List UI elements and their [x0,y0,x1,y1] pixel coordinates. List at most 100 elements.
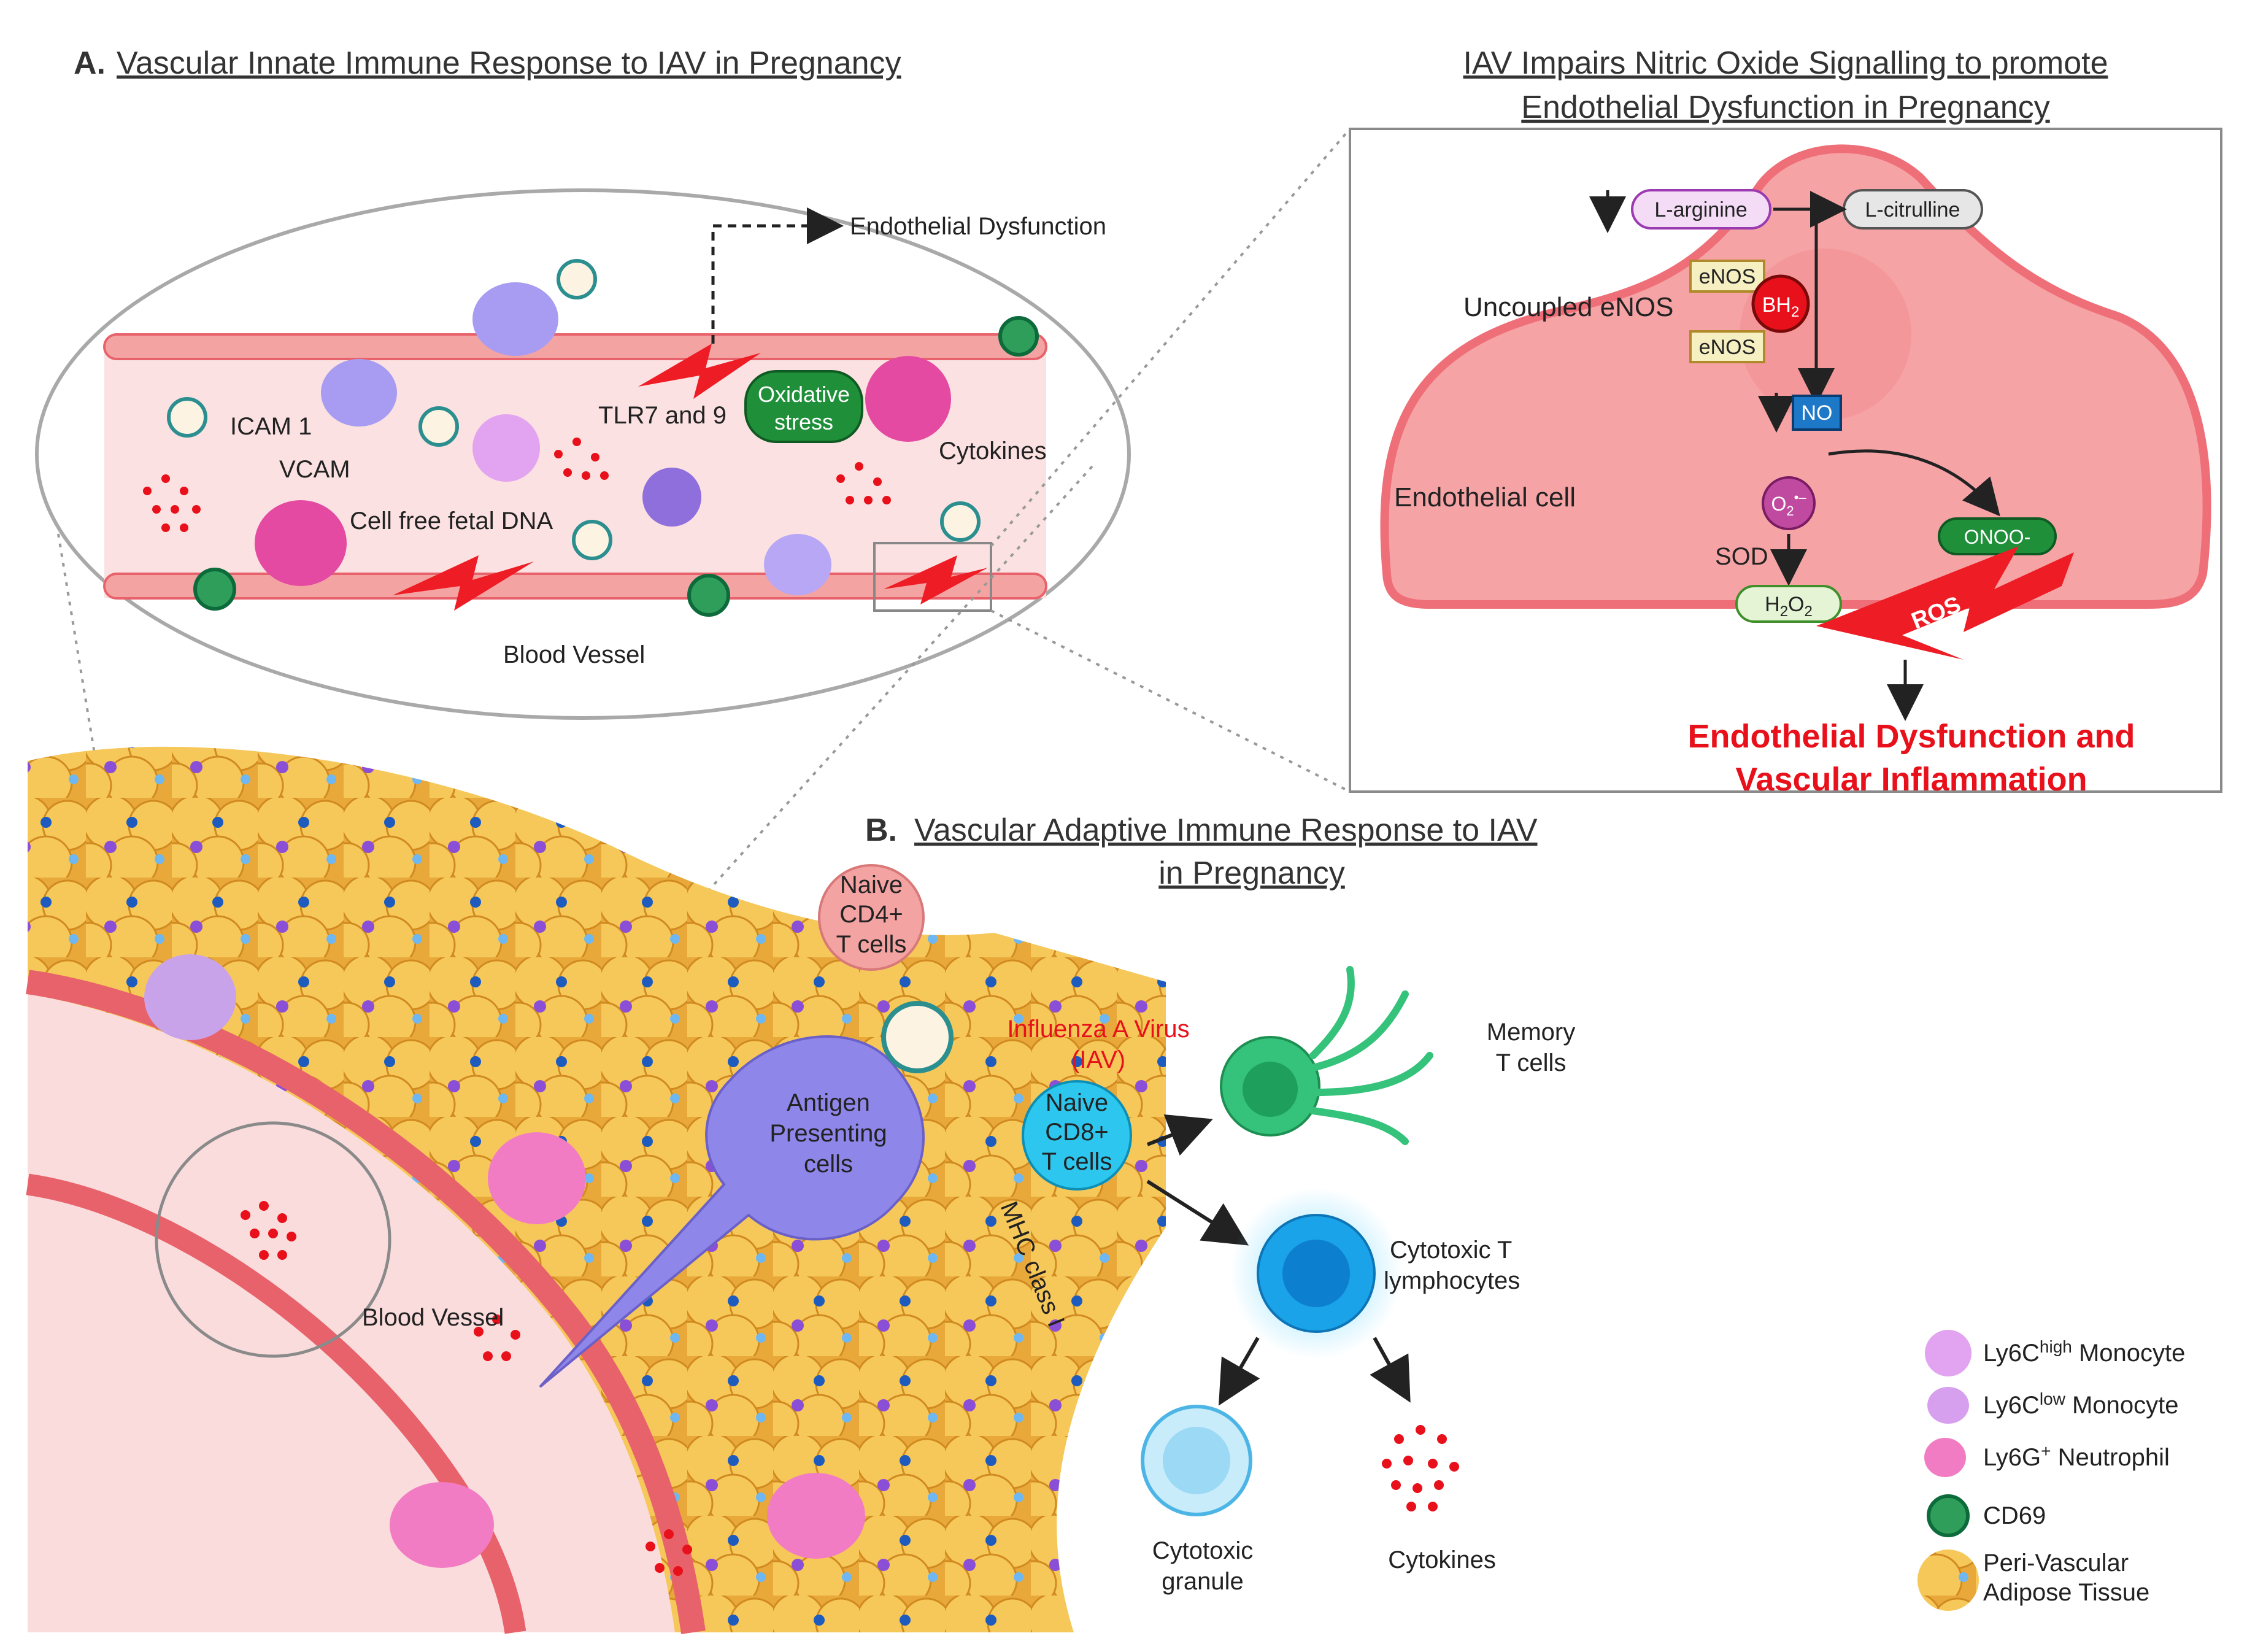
panel-b-letter: B. [865,812,897,848]
cytokines-dots-b [1382,1425,1459,1511]
to-ctl-arrow [1146,1179,1249,1246]
naive-cd8-line2: CD8+ [1045,1119,1108,1146]
naive-cd4-line2: CD4+ [839,901,903,928]
monocyte-icon [642,468,701,527]
vessel-lumen-b [28,994,675,1632]
iav-line1: Influenza A Virus [1007,1016,1189,1043]
monocyte-icon [321,359,397,427]
ctl-line2: lymphocytes [1384,1267,1520,1294]
memory-line2: T cells [1496,1049,1567,1076]
bh2-icon [1751,274,1810,333]
virus-icon [557,259,597,299]
outcome-line1: Endothelial Dysfunction and [1687,718,2135,755]
neutrophil-icon [767,1473,865,1559]
blood-vessel-label-b: Blood Vessel [362,1304,504,1331]
vcam-label: VCAM [279,456,350,483]
oxidative-stress-badge [744,370,863,443]
icam-label: ICAM 1 [230,413,312,440]
no-to-onoo-arrow [1828,449,2000,517]
endothelial-dysfunction-arrow [711,207,844,344]
legend: Ly6Chigh Monocyte Ly6Clow Monocyte Ly6G+… [1917,1330,2185,1611]
tlr-label: TLR7 and 9 [598,402,727,429]
legend-pvat-line2: Adipose Tissue [1983,1579,2149,1606]
cytokines-label-b: Cytokines [1388,1546,1496,1573]
endothelial-cell-label: Endothelial cell [1394,482,1576,512]
legend-pvat-line1: Peri-Vascular [1983,1550,2129,1577]
influenza-virus-icon [881,1001,954,1073]
lightning-bolt-icon [638,344,761,399]
oxidative-stress-line1: Oxidative [758,382,850,407]
enos-box-bottom [1689,330,1765,363]
bh2-label: BH2 [1762,293,1800,320]
l-arginine-label: L-arginine [1654,198,1747,222]
blood-vessel-label-a: Blood Vessel [503,641,645,668]
l-arginine-box [1631,189,1771,230]
legend-ly6c-low: Ly6Clow Monocyte [1983,1389,2178,1419]
naive-cd8-line1: Naive [1046,1089,1108,1116]
adipose-tissue-icon [1917,1550,1979,1611]
ly6g-neutrophil-icon [1924,1438,1966,1477]
naive-cd8-cell-icon [1022,1080,1132,1191]
to-granule-arrow [1218,1337,1260,1406]
neutrophil-icon [488,1132,586,1224]
enos-label-bottom: eNOS [1699,336,1756,359]
granule-line2: granule [1162,1568,1243,1595]
cd69-cell-icon [193,568,236,611]
outcome-line2: Vascular Inflammation [1735,761,2087,798]
panel-no-title-line1: IAV Impairs Nitric Oxide Signalling to p… [1463,45,2108,81]
monocyte-icon [144,954,236,1040]
virus-icon [940,501,981,542]
endothelial-dysfunction-label: Endothelial Dysfunction [850,213,1106,240]
apc-line2: Presenting [769,1120,887,1147]
naive-cd4-cell-icon [818,864,925,971]
onoo-label: ONOO- [1964,526,2030,548]
apc-line3: cells [804,1151,853,1178]
panel-b: B. Vascular Adaptive Immune Response to … [539,812,1575,1595]
uncoupled-enos-label: Uncoupled eNOS [1463,292,1673,322]
ly6c-high-monocyte-icon [1925,1330,1971,1376]
cd69-icon [1927,1494,1970,1537]
cell-free-dna-dots-b [241,1201,692,1576]
to-memory-arrow [1146,1114,1213,1156]
enos-box-top [1689,260,1765,293]
panel-a-letter: A. [74,45,106,81]
iav-line2: (IAV) [1071,1046,1125,1073]
granule-core [1163,1427,1230,1494]
ly6c-low-monocyte-icon [1927,1387,1969,1424]
cell-free-dna-label: Cell free fetal DNA [350,508,553,535]
legend-cd69: CD69 [1983,1502,2046,1529]
neutrophil-icon [865,356,951,442]
apc-line1: Antigen [787,1089,870,1116]
l-citrulline-label: L-citrulline [1865,198,1960,222]
virus-icon [572,520,612,560]
dendritic-cell-icon [472,282,558,356]
ros-bolt-icon [1816,546,2074,660]
memory-t-nucleus [1243,1062,1298,1117]
panel-b-title-line2: in Pregnancy [1158,855,1345,891]
sod-label: SOD [1715,543,1768,570]
memory-line1: Memory [1487,1019,1575,1046]
vessel-wall-b-inner [26,1173,526,1634]
panel-no-title-line2: Endothelial Dysfunction in Pregnancy [1521,90,2049,125]
panel-b-tissue: Blood Vessel [26,746,1166,1634]
cell-free-dna-dots [143,438,891,532]
cytokines-label-a: Cytokines [939,438,1047,465]
superoxide-label: O2•– [1771,490,1806,519]
panel-b-title-line1: Vascular Adaptive Immune Response to IAV [914,812,1538,848]
dendrite-icon [1309,966,1433,1145]
oxidative-stress-line2: stress [774,409,833,434]
antigen-presenting-cell-icon [539,1035,925,1388]
to-cytokines-arrow [1370,1337,1411,1403]
naive-cd4-line1: Naive [840,871,903,898]
no-label: NO [1802,401,1833,425]
onoo-box [1938,517,2057,555]
granule-line1: Cytotoxic [1152,1537,1254,1564]
neutrophil-icon [390,1482,494,1568]
lightning-bolt-icon [393,555,534,611]
cd69-cell-icon [998,316,1039,357]
virus-icon [418,406,459,447]
neutrophil-icon [255,500,347,586]
zoom-circle [155,1121,391,1358]
ctl-line1: Cytotoxic T [1390,1237,1512,1264]
